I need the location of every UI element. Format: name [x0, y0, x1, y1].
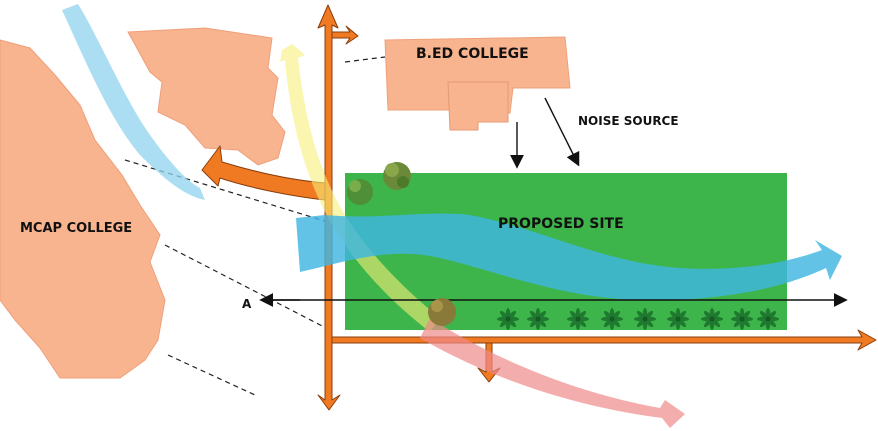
- palm-icon: [731, 308, 753, 330]
- mcap-college-building: [0, 39, 166, 379]
- bed-college-label: B.ED COLLEGE: [416, 46, 529, 62]
- tree-icon: [428, 298, 456, 326]
- northwest-building: [127, 27, 286, 166]
- wind-arrow-northwest: [62, 4, 205, 200]
- palm-icon: [667, 308, 689, 330]
- mcap-college-label: MCAP COLLEGE: [20, 221, 132, 236]
- palm-icon: [634, 308, 656, 330]
- wind-arrow-main: [296, 213, 842, 301]
- palm-icon: [601, 308, 623, 330]
- palm-icon: [757, 308, 779, 330]
- dashed-guides: [124, 56, 386, 396]
- palm-icon: [497, 308, 519, 330]
- road-top-branch: [331, 25, 359, 45]
- bed-college-annex: [447, 81, 509, 131]
- palm-icon: [527, 308, 549, 330]
- palm-icon: [567, 308, 589, 330]
- tree-icon: [383, 162, 411, 190]
- noise-arrow-2: [544, 97, 580, 167]
- palm-row: [497, 308, 779, 330]
- tree-icon: [347, 179, 373, 205]
- sun-path-yellow: [280, 44, 440, 332]
- section-marker-label: A: [242, 297, 252, 311]
- noise-source-label: NOISE SOURCE: [578, 114, 679, 128]
- road-horizontal: [331, 329, 877, 351]
- palm-icon: [701, 308, 723, 330]
- proposed-site-label: PROPOSED SITE: [498, 216, 624, 232]
- sun-path-red: [420, 318, 685, 428]
- road-west-branch: [201, 145, 326, 201]
